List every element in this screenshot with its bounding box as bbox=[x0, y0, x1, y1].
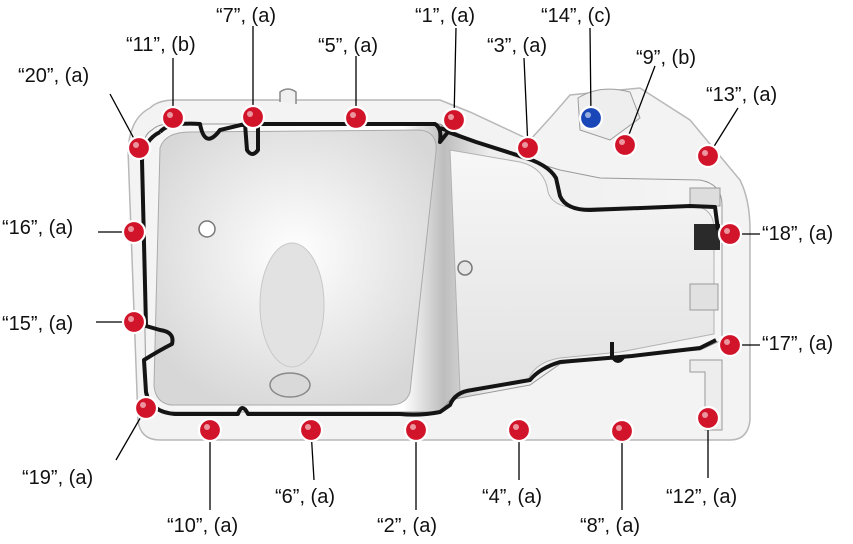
side-bracket bbox=[689, 187, 721, 207]
bolt-18-highlight bbox=[724, 228, 730, 234]
callout-label-13: “13”, (a) bbox=[706, 84, 777, 106]
bolt-7-marker bbox=[240, 104, 266, 130]
callout-label-6: “6”, (a) bbox=[275, 486, 335, 508]
bolt-12-highlight bbox=[702, 412, 708, 418]
bolt-2-marker bbox=[403, 417, 429, 443]
callout-label-15: “15”, (a) bbox=[2, 313, 73, 335]
bolt-17-highlight bbox=[724, 339, 730, 345]
callout-label-17: “17”, (a) bbox=[762, 333, 833, 355]
bolt-10-highlight bbox=[204, 424, 210, 430]
callout-label-2: “2”, (a) bbox=[377, 515, 437, 537]
bolt-14-marker bbox=[578, 105, 604, 131]
callout-label-14: “14”, (c) bbox=[541, 5, 611, 27]
bolt-9-marker bbox=[612, 132, 638, 158]
bolt-13-marker bbox=[695, 143, 721, 169]
pan-hole bbox=[198, 220, 216, 238]
bolt-11-highlight bbox=[167, 112, 173, 118]
gasket-seal-inner bbox=[439, 126, 626, 363]
bolt-17-marker bbox=[717, 332, 743, 358]
bolt-2-highlight bbox=[410, 424, 416, 430]
bolt-15-marker bbox=[121, 309, 147, 335]
callout-labels: “1”, (a) “2”, (a) “3”, (a) “4”, (a) “5”, (a)… bbox=[2, 5, 833, 537]
gasket-seal bbox=[140, 121, 720, 417]
bolt-6-marker bbox=[298, 417, 324, 443]
bolt-16-marker bbox=[121, 219, 147, 245]
bolt-markers bbox=[121, 104, 743, 444]
bolt-20-marker bbox=[126, 135, 152, 161]
leader-line-9 bbox=[624, 65, 656, 146]
callout-label-11: “11”, (b) bbox=[126, 34, 196, 56]
callout-label-1: “1”, (a) bbox=[415, 5, 475, 27]
bolt-12-marker bbox=[695, 405, 721, 431]
bolt-8-marker bbox=[609, 418, 635, 444]
leader-line-1 bbox=[453, 27, 457, 121]
callout-label-3: “3”, (a) bbox=[487, 35, 547, 57]
bolt-3-marker bbox=[515, 135, 541, 161]
callout-label-4: “4”, (a) bbox=[482, 486, 542, 508]
bolt-6-highlight bbox=[305, 424, 311, 430]
leader-line-3 bbox=[523, 57, 529, 149]
callout-label-8: “8”, (a) bbox=[580, 515, 640, 537]
callout-label-18: “18”, (a) bbox=[762, 223, 833, 245]
bolt-14-highlight bbox=[585, 112, 591, 118]
bolt-15-highlight bbox=[128, 316, 134, 322]
callout-label-9: “9”, (b) bbox=[636, 47, 696, 69]
bolt-20-highlight bbox=[133, 142, 139, 148]
bolt-7-highlight bbox=[247, 111, 253, 117]
callout-label-7: “7”, (a) bbox=[216, 5, 276, 27]
leader-lines bbox=[96, 26, 760, 510]
callout-label-12: “12”, (a) bbox=[666, 486, 737, 508]
bolt-4-marker bbox=[506, 417, 532, 443]
drain-plug bbox=[269, 372, 311, 398]
bolt-4-highlight bbox=[513, 424, 519, 430]
callout-label-20: “20”, (a) bbox=[18, 65, 89, 87]
bolt-10-marker bbox=[197, 417, 223, 443]
bolt-5-marker bbox=[343, 105, 369, 131]
side-bracket bbox=[689, 283, 719, 311]
bolt-1-marker bbox=[441, 107, 467, 133]
bolt-5-highlight bbox=[350, 112, 356, 118]
bolt-11-marker bbox=[160, 105, 186, 131]
bolt-16-highlight bbox=[128, 226, 134, 232]
bolt-9-highlight bbox=[619, 139, 625, 145]
bolt-1-highlight bbox=[448, 114, 454, 120]
bolt-13-highlight bbox=[702, 150, 708, 156]
drain-boss bbox=[259, 242, 325, 368]
bolt-8-highlight bbox=[616, 425, 622, 431]
callout-label-10: “10”, (a) bbox=[167, 515, 238, 537]
bolt-18-marker bbox=[717, 221, 743, 247]
bolt-19-marker bbox=[133, 395, 159, 421]
pan-hole bbox=[457, 260, 473, 276]
callout-label-16: “16”, (a) bbox=[2, 217, 73, 239]
side-bracket bbox=[694, 224, 720, 250]
leader-line-14 bbox=[589, 27, 592, 119]
bolt-19-highlight bbox=[140, 402, 146, 408]
callout-label-19: “19”, (a) bbox=[22, 467, 93, 489]
breather-tube bbox=[279, 88, 297, 104]
callout-label-5: “5”, (a) bbox=[318, 35, 378, 57]
bolt-3-highlight bbox=[522, 142, 528, 148]
